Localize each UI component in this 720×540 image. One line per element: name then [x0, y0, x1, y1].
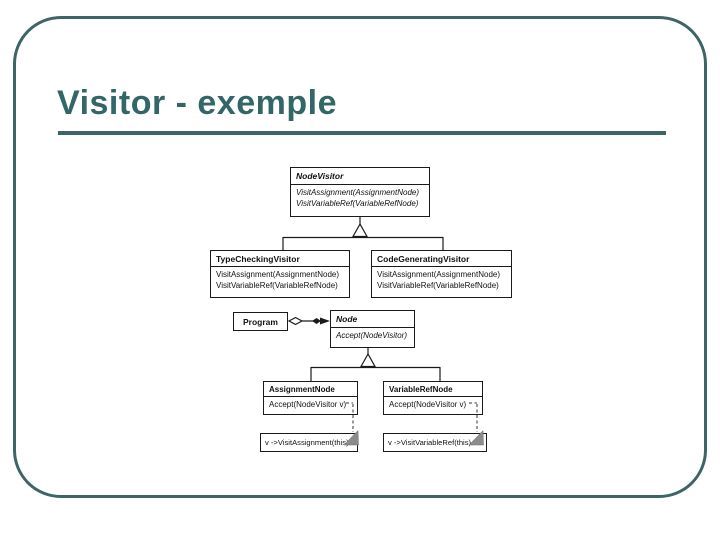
class-box-variablerefnode: VariableRefNode Accept(NodeVisitor v)	[383, 381, 483, 415]
class-method: VisitVariableRef(VariableRefNode)	[296, 199, 419, 208]
class-box-program: Program	[233, 312, 288, 331]
note-visit-variableref: v ->VisitVariableRef(this)	[383, 433, 487, 452]
slide-title: Visitor - exemple	[57, 84, 337, 122]
class-box-node: Node Accept(NodeVisitor)	[330, 310, 415, 348]
title-underline	[58, 131, 666, 135]
class-method: VisitAssignment(AssignmentNode)	[216, 270, 340, 279]
class-method: VisitAssignment(AssignmentNode)	[377, 270, 501, 279]
note-visit-assignment: v ->VisitAssignment(this)	[260, 433, 358, 452]
class-box-codegeneratingvisitor: CodeGeneratingVisitor VisitAssignment(As…	[371, 250, 512, 298]
class-name-nodevisitor: NodeVisitor	[291, 168, 429, 185]
class-method: VisitVariableRef(VariableRefNode)	[377, 281, 499, 290]
class-method: VisitVariableRef(VariableRefNode)	[216, 281, 338, 290]
class-method: Accept(NodeVisitor)	[336, 331, 407, 340]
class-method: VisitAssignment(AssignmentNode)	[296, 188, 420, 197]
class-name-codegeneratingvisitor: CodeGeneratingVisitor	[372, 251, 511, 267]
class-name-typecheckingvisitor: TypeCheckingVisitor	[211, 251, 349, 267]
class-box-nodevisitor: NodeVisitor VisitAssignment(AssignmentNo…	[290, 167, 430, 217]
class-method: Accept(NodeVisitor v)	[269, 400, 347, 409]
class-box-assignmentnode: AssignmentNode Accept(NodeVisitor v)	[263, 381, 358, 415]
slide-border-frame	[13, 16, 707, 498]
class-box-typecheckingvisitor: TypeCheckingVisitor VisitAssignment(Assi…	[210, 250, 350, 298]
class-name-variablerefnode: VariableRefNode	[384, 382, 482, 397]
class-name-assignmentnode: AssignmentNode	[264, 382, 357, 397]
class-name-node: Node	[331, 311, 414, 328]
class-method: Accept(NodeVisitor v)	[389, 400, 467, 409]
